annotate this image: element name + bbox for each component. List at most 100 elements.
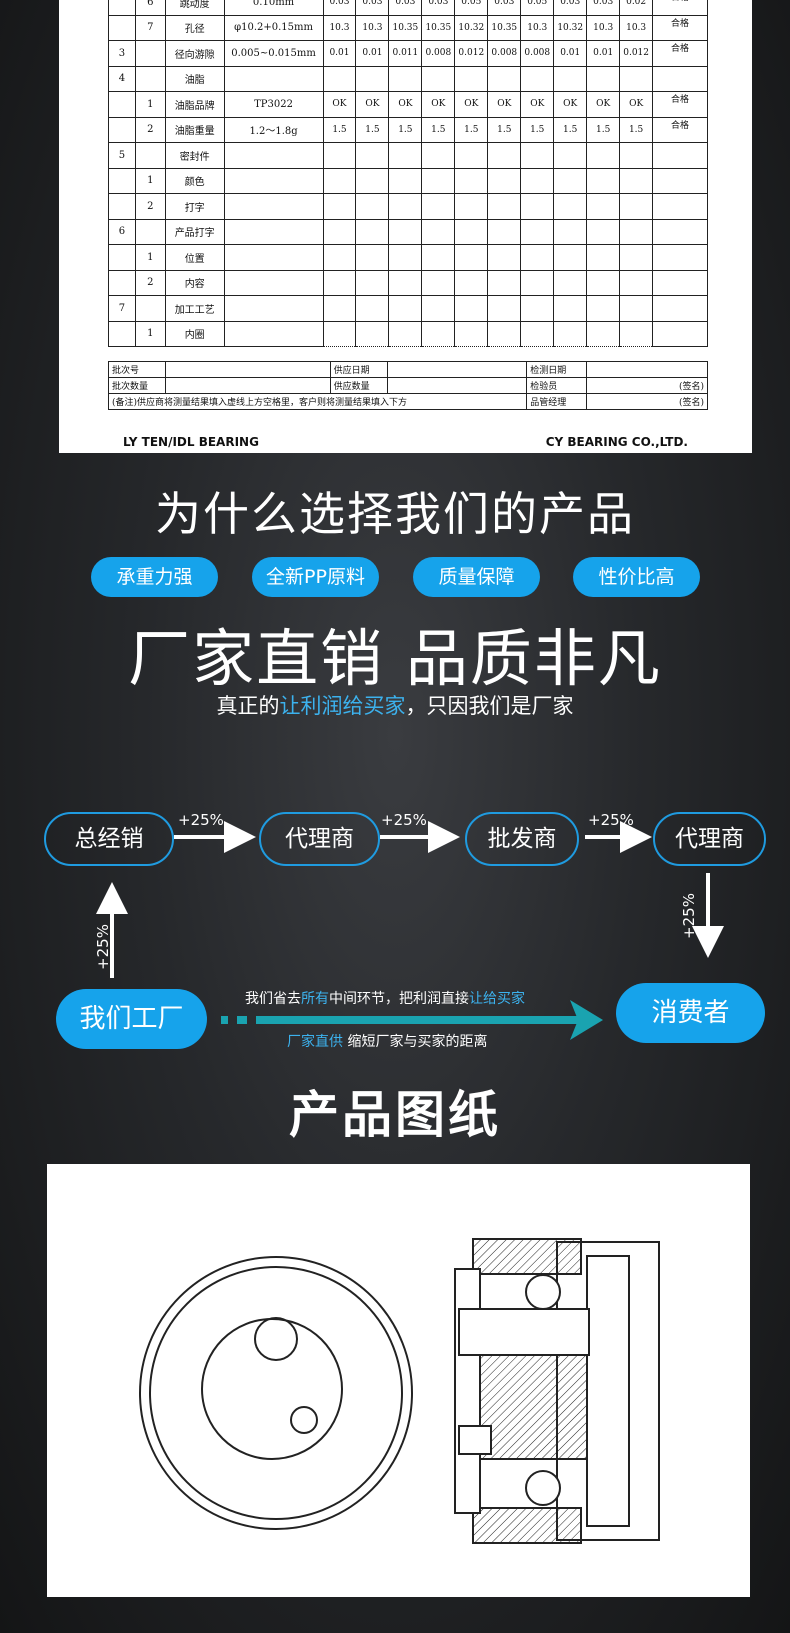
measurement-cell: OK [454, 91, 489, 118]
measurement-cell: 0.05 [454, 0, 489, 16]
row-number: 3 [108, 40, 136, 67]
result-cell [652, 193, 708, 220]
sub-number: 2 [134, 269, 166, 296]
product-drawing [47, 1164, 750, 1597]
sub-number: 2 [134, 193, 166, 220]
spec-value [223, 167, 324, 194]
measurement-cell [421, 65, 456, 92]
flow-node-wholesaler: 批发商 [465, 812, 579, 866]
measurement-cell [619, 65, 654, 92]
flow-caption-2: 厂家直供 缩短厂家与买家的距离 [287, 1031, 487, 1051]
measurement-cell [388, 295, 423, 322]
measurement-cell: 10.3 [520, 14, 555, 41]
measurement-cell: 1.5 [619, 116, 654, 143]
measurement-cell [553, 193, 588, 220]
check-date-value [586, 361, 708, 378]
measurement-cell [421, 142, 456, 169]
measurement-cell [388, 142, 423, 169]
sub-slogan-part-a: 真正的 [216, 694, 280, 718]
measurement-cell: 0.011 [388, 40, 423, 67]
flow-caption-1: 我们省去所有中间环节，把利润直接让给买家 [245, 988, 525, 1008]
measurement-cell: 0.03 [586, 0, 621, 16]
measurement-cell: 10.35 [388, 14, 423, 41]
measurement-cell: OK [322, 91, 357, 118]
measurement-cell: 1.5 [553, 116, 588, 143]
feature-badge-quality: 质量保障 [413, 557, 540, 597]
measurement-cell [586, 218, 621, 245]
measurement-cell [619, 218, 654, 245]
markup-label: +25% [679, 893, 698, 939]
dashed-arrow-icon [221, 1000, 603, 1040]
measurement-cell: 10.3 [355, 14, 390, 41]
measurement-cell: 1.5 [355, 116, 390, 143]
measurement-cell [487, 218, 522, 245]
spec-value [223, 320, 324, 347]
spec-value [223, 142, 324, 169]
measurement-cell [487, 320, 522, 347]
measurement-cell [586, 295, 621, 322]
spec-value [223, 218, 324, 245]
result-cell: 合格 [652, 0, 708, 16]
item-name: 油脂 [164, 65, 225, 92]
supply-qty-value [386, 377, 528, 394]
measurement-cell: 0.01 [355, 40, 390, 67]
supply-qty-label: 供应数量 [329, 377, 388, 394]
row-number [108, 167, 136, 194]
measurement-cell [355, 244, 390, 271]
flow-arrows [96, 821, 724, 1040]
check-date-label: 检测日期 [526, 361, 588, 378]
measurement-cell [388, 218, 423, 245]
measurement-cell [322, 295, 357, 322]
measurement-cell [520, 65, 555, 92]
measurement-cell: 1.5 [454, 116, 489, 143]
measurement-cell [586, 142, 621, 169]
measurement-cell [454, 269, 489, 296]
measurement-cell [487, 269, 522, 296]
batch-no-label: 批次号 [108, 361, 166, 378]
row-number [108, 116, 136, 143]
measurement-cell [421, 193, 456, 220]
qc-manager-sign: (签名) [586, 393, 708, 410]
spec-value [223, 295, 324, 322]
measurement-cell: 1.5 [487, 116, 522, 143]
spec-value [223, 269, 324, 296]
row-number [108, 91, 136, 118]
item-name: 孔径 [164, 14, 225, 41]
footer-brand-right: CY BEARING CO.,LTD. [545, 435, 688, 449]
measurement-cell [388, 167, 423, 194]
item-name: 产品打字 [164, 218, 225, 245]
sub-number: 1 [134, 91, 166, 118]
supply-date-label: 供应日期 [329, 361, 388, 378]
row-number [108, 14, 136, 41]
item-name: 位置 [164, 244, 225, 271]
bearing-section-view [454, 1238, 660, 1544]
measurement-cell: 0.03 [322, 0, 357, 16]
flow-caption-1b: 所有 [301, 991, 329, 1007]
measurement-cell: 0.05 [520, 0, 555, 16]
markup-label: +25% [381, 811, 427, 829]
flow-node-agent: 代理商 [259, 812, 380, 866]
row-number [108, 269, 136, 296]
flow-caption-1a: 我们省去 [245, 991, 301, 1007]
sheet-note: (备注)供应商将测量结果填入虚线上方空格里，客户则将测量结果填入下方 [107, 393, 528, 410]
item-name: 径向游隙 [164, 40, 225, 67]
measurement-cell [355, 269, 390, 296]
measurement-cell [553, 244, 588, 271]
supply-date-value [386, 361, 528, 378]
measurement-cell [619, 244, 654, 271]
measurement-cell: 0.03 [421, 0, 456, 16]
measurement-cell [322, 218, 357, 245]
measurement-cell: OK [487, 91, 522, 118]
measurement-cell [421, 295, 456, 322]
bearing-drawing [139, 1238, 660, 1544]
measurement-cell [421, 269, 456, 296]
measurement-cell [322, 244, 357, 271]
measurement-cell [388, 193, 423, 220]
qc-manager-label: 品管经理 [526, 393, 588, 410]
measurement-cell [619, 167, 654, 194]
